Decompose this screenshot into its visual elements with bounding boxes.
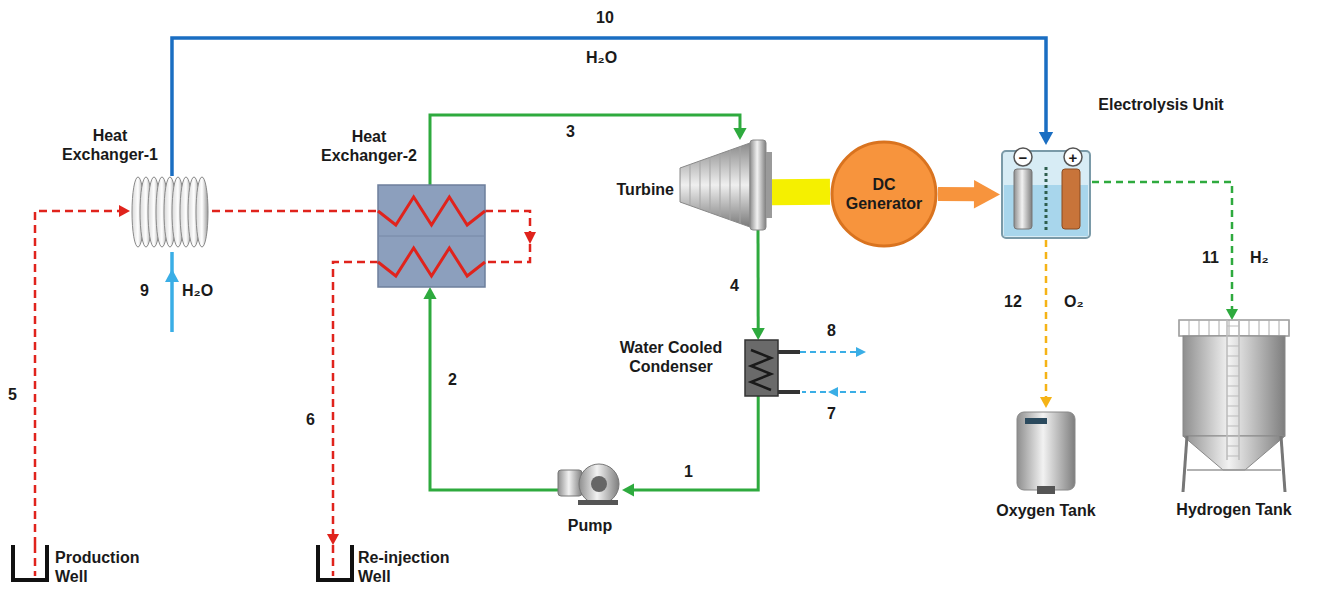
turbine: Turbine xyxy=(680,140,772,230)
component-label: Re-injection Well xyxy=(358,548,486,586)
flow-connector xyxy=(35,205,130,545)
component-label: Electrolysis Unit xyxy=(1096,95,1226,114)
state-number: 5 xyxy=(8,385,17,404)
flow-connector xyxy=(752,230,765,340)
component-label: Heat Exchanger-2 xyxy=(316,127,422,165)
production-well: Production Well xyxy=(10,545,50,583)
polarity-sign: − xyxy=(1019,148,1028,167)
heat-exchanger-coil-shape xyxy=(130,176,212,248)
callout-number: 9 xyxy=(140,281,149,300)
state-number: 1 xyxy=(684,462,693,481)
flow-connector xyxy=(938,180,1000,209)
electrolysis-tank: Electrolysis Unit xyxy=(1000,145,1092,240)
state-number: 3 xyxy=(566,122,575,141)
component-label: Turbine xyxy=(590,180,674,199)
cooling-water-lines xyxy=(778,347,866,397)
flow-connector xyxy=(772,191,830,192)
condenser-shape xyxy=(745,340,778,396)
callout-number: 8 xyxy=(827,321,836,340)
reinjection-well: Re-injection Well xyxy=(315,545,355,583)
generator-label: DC Generator xyxy=(834,175,934,213)
heat-exchanger-box: Heat Exchanger-2 xyxy=(378,185,485,287)
polarity-sign: + xyxy=(1069,148,1078,167)
production-well-shape xyxy=(10,545,50,583)
condenser: Water Cooled Condenser xyxy=(745,340,778,396)
reinjection-well-shape xyxy=(315,545,355,583)
flow-connector xyxy=(423,287,558,490)
component-label: Pump xyxy=(540,516,640,535)
flow-connector xyxy=(1040,240,1052,408)
component-label: Oxygen Tank xyxy=(966,501,1126,520)
component-label: Water Cooled Condenser xyxy=(615,338,727,376)
hydrogen-tank: Hydrogen Tank xyxy=(1175,320,1293,495)
state-number: 11 xyxy=(1202,248,1219,267)
turbine-shape xyxy=(680,140,772,230)
pump: Pump xyxy=(558,458,622,506)
water-inlet-line xyxy=(165,252,179,332)
state-number: 4 xyxy=(730,276,739,295)
oxygen-tank: Oxygen Tank xyxy=(1015,408,1077,496)
component-label: Hydrogen Tank xyxy=(1144,500,1323,519)
heat-exchanger-coil: Heat Exchanger-1 xyxy=(130,176,212,248)
flow-connector xyxy=(212,210,378,211)
state-number: 2 xyxy=(448,370,457,389)
flow-connector xyxy=(172,38,1053,176)
generator-circle: DC Generator xyxy=(830,140,938,248)
chemical-label: H₂O xyxy=(586,48,617,67)
flow-connector xyxy=(1092,182,1238,320)
component-label: Heat Exchanger-1 xyxy=(50,126,170,164)
hydrogen-tank-shape xyxy=(1175,320,1293,495)
state-number: 6 xyxy=(306,410,315,429)
chemical-label: H₂O xyxy=(182,281,213,300)
chemical-label: H₂ xyxy=(1250,248,1269,267)
electrolysis-tank-shape xyxy=(1000,145,1092,240)
pump-shape xyxy=(558,458,622,506)
component-label: Production Well xyxy=(55,548,175,586)
flow-connector xyxy=(327,262,378,545)
state-number: 12 xyxy=(1004,292,1022,311)
callout-number: 7 xyxy=(827,404,836,423)
state-number: 10 xyxy=(596,8,614,27)
oxygen-tank-shape xyxy=(1015,408,1077,496)
generator-circle-shape xyxy=(830,140,938,248)
brine-loop xyxy=(485,211,536,262)
chemical-label: O₂ xyxy=(1064,292,1084,311)
flow-connector xyxy=(622,396,758,497)
heat-exchanger-box-shape xyxy=(378,185,485,287)
